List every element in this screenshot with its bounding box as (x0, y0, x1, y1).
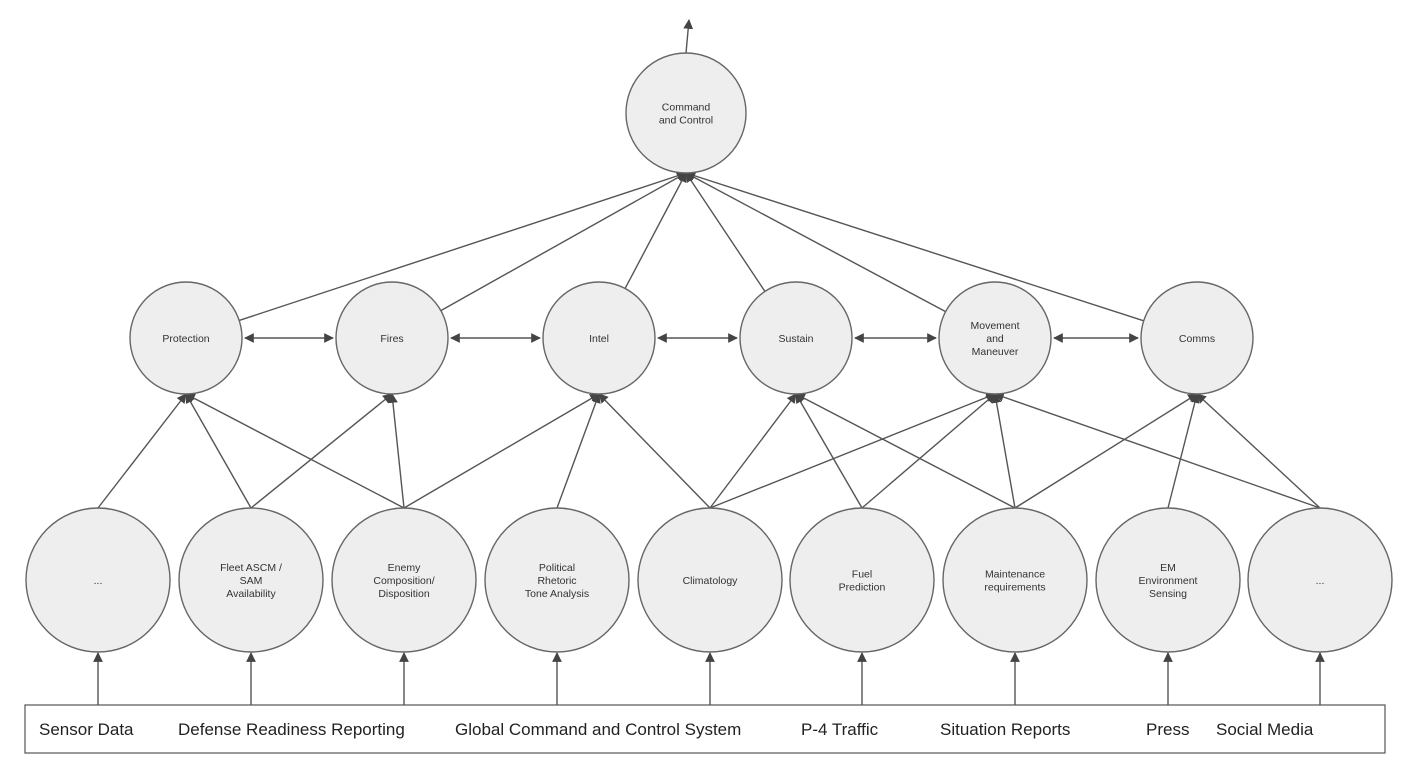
edge-fires-to-command (440, 172, 687, 312)
node-fuel-circle (789, 507, 935, 653)
node-climatology: Climatology (637, 507, 783, 653)
node-protection-circle (129, 281, 243, 395)
edge-fuel-to-movement (861, 393, 996, 509)
edge-political-to-intel (556, 393, 601, 509)
source-label: P-4 Traffic (801, 720, 879, 739)
node-fleet-label: Availability (226, 588, 276, 600)
node-fuel-label: Fuel (852, 569, 872, 581)
edge-enemy-to-intel (403, 393, 600, 509)
edge-movement-to-command (685, 172, 946, 313)
node-fleet-label: SAM (240, 575, 263, 587)
node-intel-circle (542, 281, 656, 395)
edge-em-to-comms (1167, 393, 1200, 509)
edge-protection-to-command (238, 171, 687, 322)
node-movement-label: Maneuver (972, 346, 1019, 358)
edge-maintenance-to-comms (1014, 393, 1198, 509)
edge-b9-to-movement (994, 392, 1321, 509)
node-climatology-circle (637, 507, 783, 653)
node-protection-label: Protection (162, 333, 209, 345)
node-fires-circle (335, 281, 449, 395)
edge-fuel-to-sustain (795, 393, 863, 509)
node-enemy-label: Enemy (388, 562, 421, 574)
edge-maintenance-to-movement (991, 393, 1016, 509)
edges-layer (93, 19, 1325, 705)
edge-fleet-to-protection (185, 393, 252, 509)
node-sustain: Sustain (739, 281, 853, 395)
node-enemy-label: Disposition (378, 588, 430, 600)
source-label: Situation Reports (940, 720, 1070, 739)
node-sustain-label: Sustain (778, 333, 813, 345)
node-b9-label: ... (1316, 575, 1325, 587)
node-command-and-control-circle (625, 52, 747, 174)
node-b1-circle (25, 507, 171, 653)
edge-sustain-to-command (685, 172, 766, 292)
edge-b1-to-protection (97, 393, 187, 509)
data-sources-box: Sensor Data Defense Readiness Reporting Gl… (24, 704, 1386, 754)
node-movement-label: Movement (970, 320, 1019, 332)
source-label: Sensor Data (39, 720, 134, 739)
node-fleet-label: Fleet ASCM / (220, 562, 282, 574)
source-label: Press (1146, 720, 1189, 739)
node-fires: Fires (335, 281, 449, 395)
node-climatology-label: Climatology (683, 575, 739, 587)
node-political-label: Rhetoric (537, 575, 576, 587)
edge-climatology-to-movement (709, 392, 996, 509)
output-arrow (683, 19, 694, 54)
edge-climatology-to-sustain (709, 393, 797, 509)
edge-fleet-to-fires (250, 393, 393, 509)
node-em-label: Environment (1139, 575, 1198, 587)
node-political-circle (484, 507, 630, 653)
node-b1: ... (25, 507, 171, 653)
node-em-label: Sensing (1149, 588, 1187, 600)
node-command-and-control-label: and Control (659, 115, 713, 127)
data-sources-frame (24, 704, 1386, 754)
node-em-label: EM (1160, 562, 1176, 574)
node-intel-label: Intel (589, 333, 609, 345)
source-label: Defense Readiness Reporting (178, 720, 405, 739)
node-protection: Protection (129, 281, 243, 395)
node-fuel-label: Prediction (839, 582, 886, 594)
edge-maintenance-to-sustain (795, 393, 1016, 509)
edge-enemy-to-fires (388, 393, 405, 509)
node-enemy-circle (331, 507, 477, 653)
node-maintenance-circle (942, 507, 1088, 653)
node-command-and-control-label: Command (662, 102, 711, 114)
node-movement-label: and (986, 333, 1004, 345)
source-label: Social Media (1216, 720, 1314, 739)
node-movement-circle (938, 281, 1052, 395)
node-fires-label: Fires (380, 333, 403, 345)
node-em-circle (1095, 507, 1241, 653)
node-fleet-circle (178, 507, 324, 653)
edge-b9-to-comms (1196, 393, 1321, 509)
edge-climatology-to-intel (598, 393, 711, 509)
edge-intel-to-command (624, 172, 687, 289)
node-political-label: Tone Analysis (525, 588, 589, 600)
node-sustain-circle (739, 281, 853, 395)
node-comms-circle (1140, 281, 1254, 395)
node-intel: Intel (542, 281, 656, 395)
node-political-label: Political (539, 562, 575, 574)
node-maintenance-label: Maintenance (985, 569, 1045, 581)
node-b9: ... (1247, 507, 1393, 653)
edge-enemy-to-protection (185, 393, 405, 509)
node-maintenance-label: requirements (984, 582, 1045, 594)
node-enemy-label: Composition/ (373, 575, 434, 587)
node-comms: Comms (1140, 281, 1254, 395)
edge-comms-to-command (685, 171, 1144, 322)
node-comms-label: Comms (1179, 333, 1215, 345)
node-b1-label: ... (94, 575, 103, 587)
node-b9-circle (1247, 507, 1393, 653)
source-label: Global Command and Control System (455, 720, 741, 739)
